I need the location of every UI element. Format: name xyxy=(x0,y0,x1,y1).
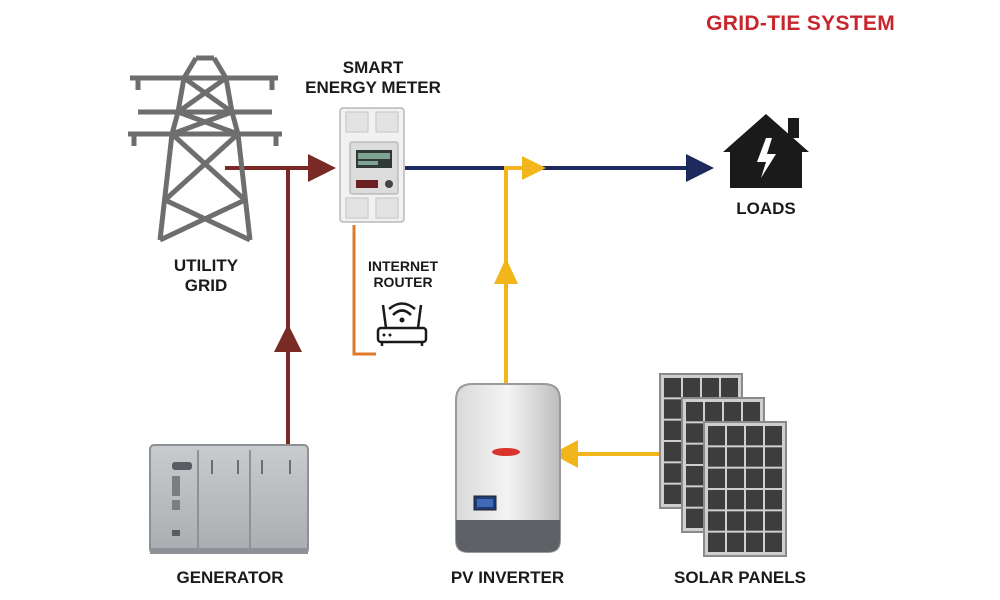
loads-arrow-right xyxy=(686,154,714,182)
router-label-line2: ROUTER xyxy=(373,274,433,291)
inverter-arrow-up xyxy=(494,258,518,284)
generator-label: GENERATOR xyxy=(176,568,284,587)
smart-meter-icon xyxy=(339,107,405,223)
inverter-icon xyxy=(455,383,561,553)
grid-arrow-right xyxy=(308,154,336,182)
transmission-tower-icon xyxy=(128,55,282,243)
loads-label: LOADS xyxy=(736,199,796,218)
utility-grid-label-line1: UTILITY xyxy=(173,256,239,275)
grid-feed-line xyxy=(225,166,322,445)
utility-grid-label-line2: GRID xyxy=(184,275,228,295)
router-link-line xyxy=(352,225,376,356)
generator-icon xyxy=(149,444,309,554)
house-lightning-icon xyxy=(723,114,809,188)
solar-panel-icon xyxy=(659,373,787,557)
router-icon xyxy=(376,302,428,346)
smart-meter-label-line1: SMART xyxy=(342,58,404,77)
solar-feed-line xyxy=(504,166,660,456)
solar-panels-label: SOLAR PANELS xyxy=(674,568,806,587)
smart-meter-label-line2: ENERGY METER xyxy=(305,77,441,97)
router-label-line1: INTERNET xyxy=(368,258,438,274)
utility-grid-label: UTILITY GRID xyxy=(148,256,264,295)
solar-arrow-right xyxy=(522,156,546,180)
pv-inverter-label: PV INVERTER xyxy=(450,568,565,587)
solar-panel-3 xyxy=(703,421,787,557)
router-label: INTERNET ROUTER xyxy=(358,258,448,290)
panels-arrow-left xyxy=(552,440,578,468)
diagram-title: GRID-TIE SYSTEM xyxy=(706,12,895,35)
generator-arrow-up xyxy=(274,324,302,352)
smart-meter-label: SMART ENERGY METER xyxy=(290,58,456,97)
